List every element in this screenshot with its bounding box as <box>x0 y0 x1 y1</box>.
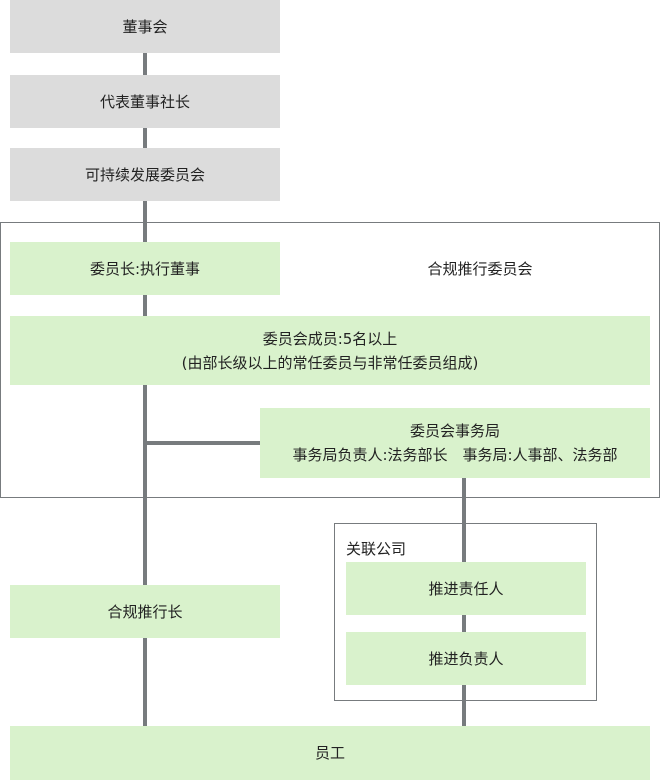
responsible-box: 推进负责人 <box>346 632 586 685</box>
members-line1: 委员会成员:5名以上 <box>262 329 398 348</box>
employees-label: 员工 <box>314 744 345 762</box>
sustainability-box: 可持续发展委员会 <box>10 148 280 201</box>
compliance-lead-box: 合规推行长 <box>10 585 280 638</box>
compliance-lead-label: 合规推行长 <box>107 602 183 621</box>
chair-label: 委员长:执行董事 <box>89 259 201 278</box>
secretariat-title: 委员会事务局 <box>409 422 500 440</box>
president-box: 代表董事社长 <box>10 75 280 128</box>
secretariat-detail: 事务局负责人:法务部长 事务局:人事部、法务部 <box>292 446 618 464</box>
employees-box: 员工 <box>10 726 650 780</box>
members-box: 委员会成员:5名以上 (由部长级以上的常任委员与非常任委员组成) <box>10 316 650 385</box>
affiliates-title: 关联公司 <box>346 540 407 558</box>
responsible-label: 推进负责人 <box>428 649 504 668</box>
president-label: 代表董事社长 <box>99 92 190 111</box>
sustainability-label: 可持续发展委员会 <box>84 165 205 184</box>
board-label: 董事会 <box>122 17 168 36</box>
promoter-box: 推进责任人 <box>346 562 586 615</box>
members-line2: (由部长级以上的常任委员与非常任委员组成) <box>181 353 479 372</box>
board-box: 董事会 <box>10 0 280 53</box>
affiliates-frame <box>334 523 597 701</box>
committee-title: 合规推行委员会 <box>427 260 533 278</box>
promoter-label: 推进责任人 <box>428 579 504 598</box>
secretariat-box: 委员会事务局事务局负责人:法务部长 事务局:人事部、法务部 <box>260 408 650 478</box>
secretariat-connector <box>145 441 261 445</box>
chair-box: 委员长:执行董事 <box>10 242 280 295</box>
